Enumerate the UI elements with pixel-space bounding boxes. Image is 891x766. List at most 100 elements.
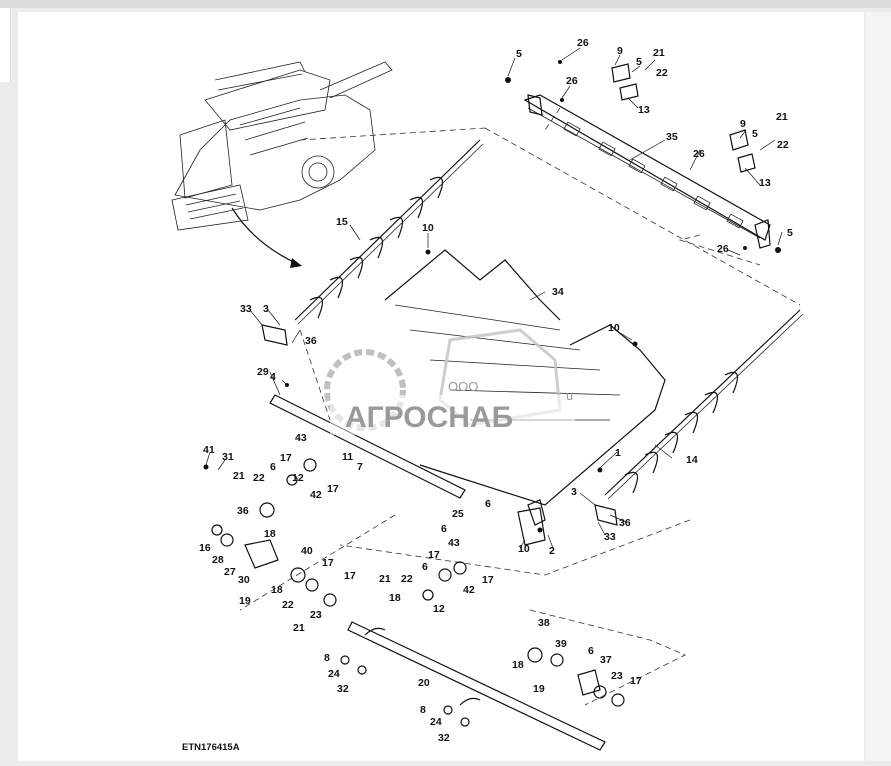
callout-4: 4	[270, 371, 276, 383]
callout-14: 14	[686, 454, 698, 466]
callout-27: 27	[224, 566, 236, 578]
trough-pan	[384, 249, 666, 526]
callout-5-3: 5	[752, 128, 758, 140]
callout-21-4: 21	[379, 573, 391, 585]
callout-13: 13	[638, 104, 650, 116]
callout-39: 39	[555, 638, 567, 650]
callout-30: 30	[238, 574, 250, 586]
callout-8-2: 8	[420, 704, 426, 716]
callout-5: 5	[516, 48, 522, 60]
callout-21-3: 21	[776, 111, 788, 123]
callout-19: 19	[239, 595, 251, 607]
watermark-prefix: ООО	[448, 379, 478, 394]
callout-36-2: 36	[305, 335, 317, 347]
callout-12: 12	[292, 472, 304, 484]
callout-26-3: 26	[693, 148, 705, 160]
callout-36: 36	[237, 505, 249, 517]
callout-6-3: 6	[441, 523, 447, 535]
callout-33: 33	[240, 303, 252, 315]
rotation-arrow-left	[364, 627, 386, 636]
callout-28: 28	[212, 554, 224, 566]
side-bar	[269, 394, 466, 499]
callout-21: 21	[233, 470, 245, 482]
pointer-arrow	[231, 207, 301, 266]
callout-5-4: 5	[787, 227, 793, 239]
callout-26-2: 26	[566, 75, 578, 87]
callout-37: 37	[600, 654, 612, 666]
window-top-bar	[0, 0, 891, 8]
callout-2: 2	[549, 545, 555, 557]
callout-31: 31	[222, 451, 234, 463]
callout-18-4: 18	[512, 659, 524, 671]
callout-3: 3	[263, 303, 269, 315]
callout-36-3: 36	[619, 517, 631, 529]
auger-upper	[294, 139, 484, 325]
callout-25: 25	[452, 508, 464, 520]
callout-38: 38	[538, 617, 550, 629]
callout-17-7: 17	[630, 675, 642, 687]
callout-19-2: 19	[533, 683, 545, 695]
watermark-company-name: АГРОСНАБ	[345, 401, 513, 434]
upper-rail-assembly	[523, 63, 771, 249]
callout-22-5: 22	[282, 599, 294, 611]
callout-9-2: 9	[740, 118, 746, 130]
auger-lower	[604, 309, 804, 500]
watermark-suffix: u	[566, 388, 573, 403]
callout-21-5: 21	[293, 622, 305, 634]
callout-35: 35	[666, 131, 678, 143]
callout-7: 7	[357, 461, 363, 473]
callout-34: 34	[552, 286, 564, 298]
company-watermark-logo	[324, 328, 575, 435]
callout-42: 42	[310, 489, 322, 501]
callout-10: 10	[422, 222, 434, 234]
callout-15: 15	[336, 216, 348, 228]
callout-18: 18	[264, 528, 276, 540]
callout-26: 26	[577, 37, 589, 49]
callout-6: 6	[270, 461, 276, 473]
callout-41: 41	[203, 444, 215, 456]
callout-17: 17	[280, 452, 292, 464]
leader-lines	[205, 47, 783, 549]
callout-6-5: 6	[588, 645, 594, 657]
exploded-parts-diagram: ООО АГРОСНАБ u 1233455556666678899101010…	[171, 37, 804, 753]
callout-42-2: 42	[463, 584, 475, 596]
callout-13-2: 13	[759, 177, 771, 189]
callout-32-2: 32	[438, 732, 450, 744]
callout-22: 22	[253, 472, 265, 484]
hardware-markers	[203, 60, 781, 533]
callout-8: 8	[324, 652, 330, 664]
callout-26-4: 26	[717, 243, 729, 255]
callout-17-3: 17	[322, 557, 334, 569]
gearbox-parts	[211, 324, 625, 727]
dashed-outline	[239, 107, 801, 706]
callout-3-2: 3	[571, 486, 577, 498]
combine-harvester-illustration	[171, 61, 393, 231]
left-panel-edge	[0, 8, 11, 82]
callout-33-2: 33	[604, 531, 616, 543]
rotation-arrow-right	[459, 697, 481, 706]
callout-17-5: 17	[428, 549, 440, 561]
callout-9: 9	[617, 45, 623, 57]
callout-22-2: 22	[656, 67, 668, 79]
callout-12-2: 12	[433, 603, 445, 615]
callout-10-2: 10	[608, 322, 620, 334]
callout-22-3: 22	[777, 139, 789, 151]
callout-labels: 1233455556666678899101010111212131314151…	[199, 37, 793, 744]
callout-6-4: 6	[422, 561, 428, 573]
callout-24: 24	[328, 668, 340, 680]
callout-22-4: 22	[401, 573, 413, 585]
arrow-head	[290, 258, 302, 268]
callout-11: 11	[342, 451, 353, 463]
callout-18-3: 18	[389, 592, 401, 604]
callout-18-2: 18	[271, 584, 283, 596]
callout-40: 40	[301, 545, 313, 557]
figure-id-label: ETN176415A	[182, 742, 240, 753]
callout-43-2: 43	[448, 537, 460, 549]
callout-17-2: 17	[327, 483, 339, 495]
callout-1: 1	[615, 447, 621, 459]
callout-5-2: 5	[636, 56, 642, 68]
callout-29: 29	[257, 366, 269, 378]
callout-16: 16	[199, 542, 211, 554]
drive-shaft	[347, 621, 606, 751]
right-scroll-gutter	[866, 12, 891, 761]
